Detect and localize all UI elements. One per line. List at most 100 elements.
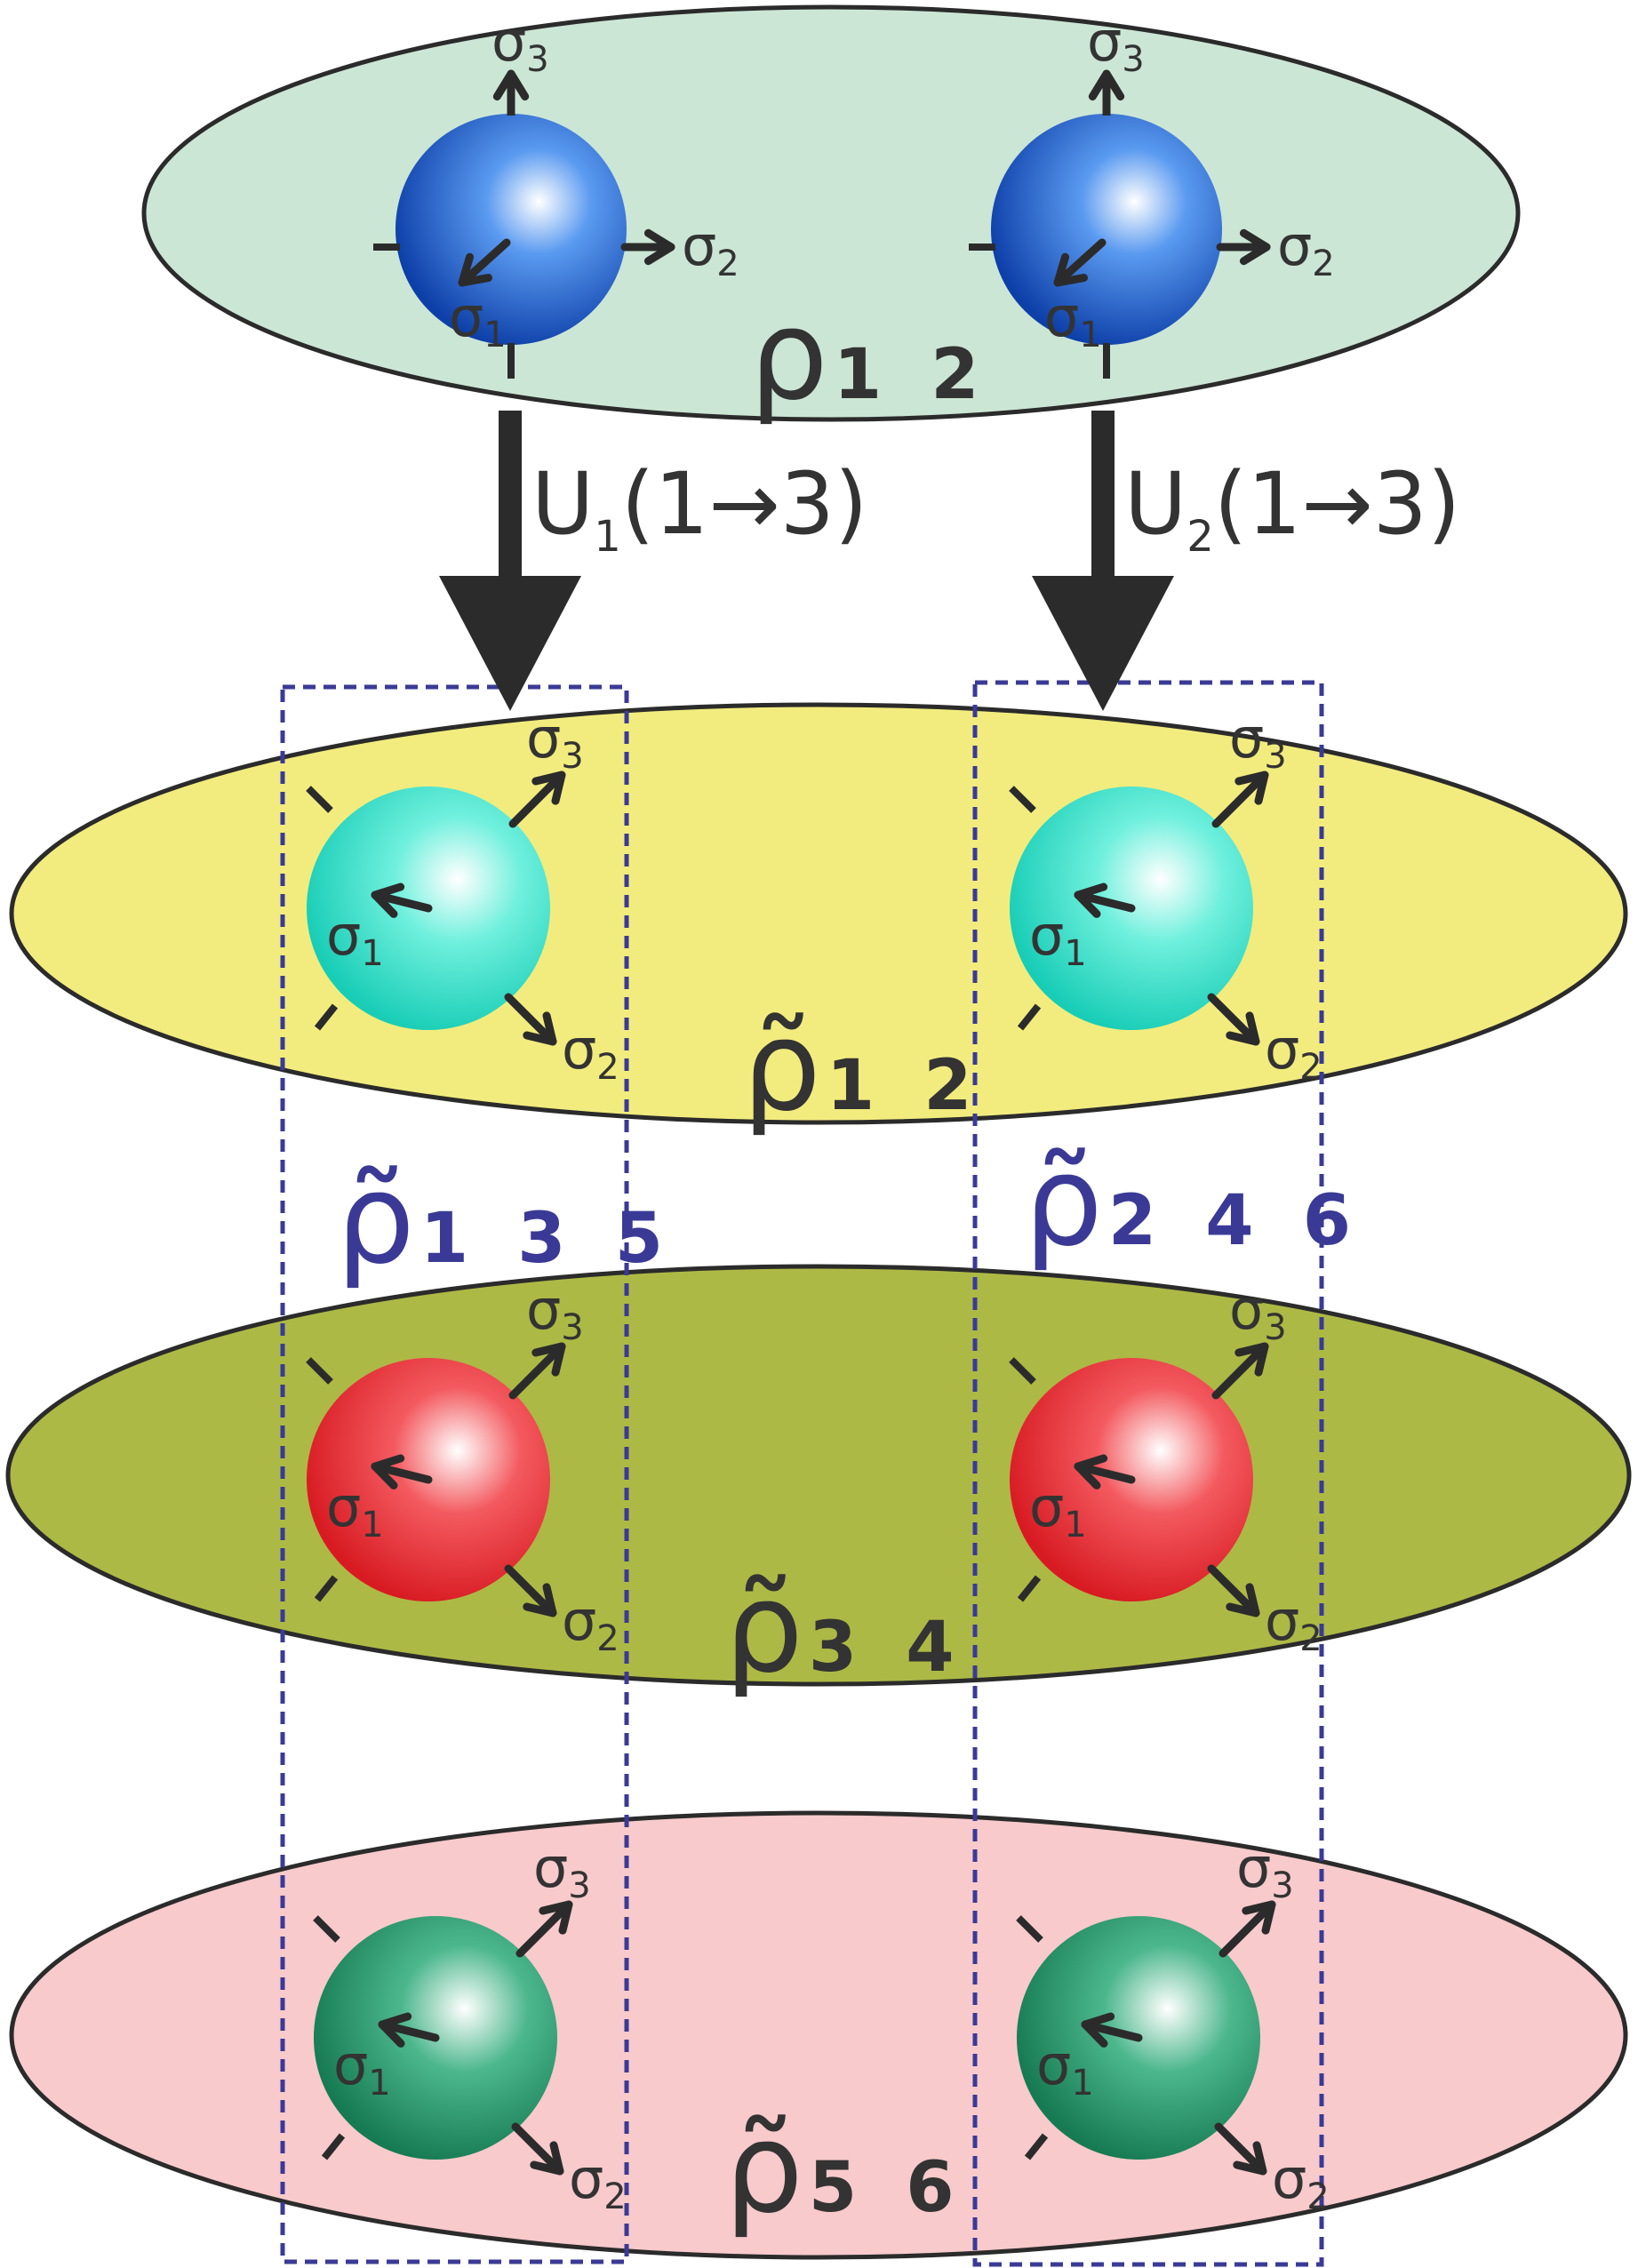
- label-sigma2: σ2: [562, 1017, 619, 1088]
- qubit-green-2: σ3 σ2 σ1: [1016, 1835, 1330, 2217]
- dashed-box-246: [972, 680, 1324, 2267]
- sigma1-arrow-head: [1053, 252, 1089, 287]
- label-sigma3: σ3: [1229, 706, 1287, 777]
- qubit-red-1: σ3 σ2 σ1: [306, 1277, 619, 1659]
- sigma2-arrow: [1207, 1564, 1260, 1617]
- sigma1-arrow: [1074, 890, 1136, 913]
- label-sigma2: σ2: [1265, 1588, 1322, 1659]
- label-sigma2: σ2: [1277, 213, 1335, 284]
- dashed-box-135: [280, 684, 629, 2264]
- axis-tick: [306, 786, 333, 813]
- sigma3-arrow-head: [539, 1900, 573, 1935]
- operator-u1: U1(1→3): [531, 454, 867, 562]
- label-sigma1: σ1: [449, 284, 507, 355]
- sigma3-arrow-head: [531, 771, 566, 805]
- state-rt56: ρ̃5 6: [724, 2096, 967, 2241]
- label-sigma1: σ1: [333, 2032, 391, 2104]
- sphere-layer: σ3 σ2 σ1 σ3 σ2 σ1 σ3 σ2 σ1 σ3 σ2 σ1 σ3 σ2 σ1 σ3 σ2 σ1 σ3 σ2…: [306, 9, 1335, 2217]
- qubit-red-2: σ3 σ2 σ1: [1009, 1277, 1322, 1659]
- axis-tick: [306, 1357, 333, 1385]
- sigma2-arrow: [511, 2122, 564, 2176]
- qubit-blue-1: σ3 σ2 σ1: [373, 9, 739, 379]
- sigma3-arrow-head: [1242, 1900, 1276, 1935]
- label-sigma1: σ1: [1036, 2032, 1094, 2104]
- axis-tick: [1009, 786, 1036, 813]
- label-sigma1: σ1: [1029, 1474, 1087, 1545]
- sigma2-arrow-head: [523, 1011, 557, 1046]
- sigma2-arrow-head: [530, 2141, 564, 2176]
- axis-tick: [321, 2133, 346, 2160]
- qubit-blue-2: σ3 σ2 σ1: [969, 9, 1335, 379]
- sphere: [991, 114, 1222, 345]
- sigma1-arrow: [1081, 2020, 1143, 2042]
- sigma1-arrow: [1053, 238, 1107, 287]
- arrow-u2: [1032, 411, 1174, 711]
- sigma1-arrow: [458, 238, 511, 287]
- label-sigma3: σ3: [1236, 1835, 1294, 1906]
- sigma2-arrow: [1207, 993, 1260, 1046]
- label-sigma3: σ3: [533, 1835, 591, 1906]
- state-rt135: ρ̃1 3 5: [336, 1147, 675, 1292]
- label-sigma3: σ3: [526, 1277, 584, 1348]
- sigma1-arrow-head: [1074, 1454, 1108, 1489]
- sigma2-arrow-head: [1239, 228, 1271, 266]
- sigma2-arrow-head: [1226, 1011, 1260, 1046]
- sigma1-arrow: [371, 890, 433, 913]
- axis-tick: [1024, 2133, 1049, 2160]
- label-sigma3: σ3: [1229, 1277, 1287, 1348]
- sigma1-arrow: [378, 2020, 440, 2042]
- sigma1-arrow-head: [1074, 882, 1108, 918]
- axis-tick: [1017, 1575, 1042, 1602]
- sigma2-arrow: [1214, 2122, 1267, 2176]
- sphere: [396, 114, 627, 345]
- label-sigma1: σ1: [1044, 284, 1102, 355]
- sigma2-arrow-head: [1233, 2141, 1267, 2176]
- label-sigma1: σ1: [1029, 903, 1087, 974]
- sigma2-arrow-head: [643, 228, 675, 266]
- sigma2-arrow-head: [523, 1583, 557, 1617]
- label-sigma1: σ1: [326, 1474, 384, 1545]
- sigma2-arrow: [504, 993, 557, 1046]
- label-sigma3: σ3: [1087, 9, 1145, 80]
- sigma3-arrow-head: [1234, 1342, 1269, 1377]
- sigma3-arrow-head: [1234, 771, 1269, 805]
- sigma2-arrow-head: [1226, 1583, 1260, 1617]
- sigma3-arrow: [508, 1342, 566, 1400]
- axis-tick: [1017, 1003, 1042, 1031]
- qubit-cyan-1: σ3 σ2 σ1: [306, 706, 619, 1088]
- label-sigma2: σ2: [1272, 2146, 1330, 2217]
- sigma2-arrow: [504, 1564, 557, 1617]
- label-sigma3: σ3: [526, 706, 584, 777]
- sigma3-arrow: [515, 1900, 573, 1958]
- sigma1-arrow-head: [371, 1454, 405, 1489]
- label-sigma2: σ2: [562, 1588, 619, 1659]
- sigma1-arrow-head: [1081, 2012, 1115, 2048]
- arrow-u1: [439, 411, 581, 711]
- axis-tick: [314, 1003, 339, 1031]
- axis-tick: [314, 1575, 339, 1602]
- sigma3-arrow: [1219, 1900, 1276, 1958]
- sigma3-arrow-head: [531, 1342, 566, 1377]
- operator-u2: U2(1→3): [1124, 454, 1460, 562]
- sigma1-arrow: [1074, 1462, 1136, 1484]
- axis-tick: [1009, 1357, 1036, 1385]
- label-sigma2: σ2: [682, 213, 739, 284]
- sigma3-arrow: [508, 771, 566, 828]
- label-sigma2: σ2: [1265, 1017, 1322, 1088]
- label-sigma1: σ1: [326, 903, 384, 974]
- state-rt34: ρ̃3 4: [724, 1556, 967, 1701]
- sigma1-arrow: [371, 1462, 433, 1484]
- axis-tick: [1016, 1915, 1043, 1943]
- state-rt246: ρ̃2 4 6: [1024, 1130, 1363, 1274]
- label-sigma3: σ3: [491, 9, 549, 80]
- sigma3-arrow: [1211, 1342, 1269, 1400]
- state-rt12: ρ̃1 2: [742, 994, 985, 1139]
- sigma1-arrow-head: [378, 2012, 412, 2048]
- axis-tick: [313, 1915, 340, 1943]
- sigma3-arrow: [1211, 771, 1269, 828]
- qubit-cyan-2: σ3 σ2 σ1: [1009, 706, 1322, 1088]
- sigma1-arrow-head: [458, 252, 493, 287]
- state-rho12: ρ1 2: [749, 284, 992, 428]
